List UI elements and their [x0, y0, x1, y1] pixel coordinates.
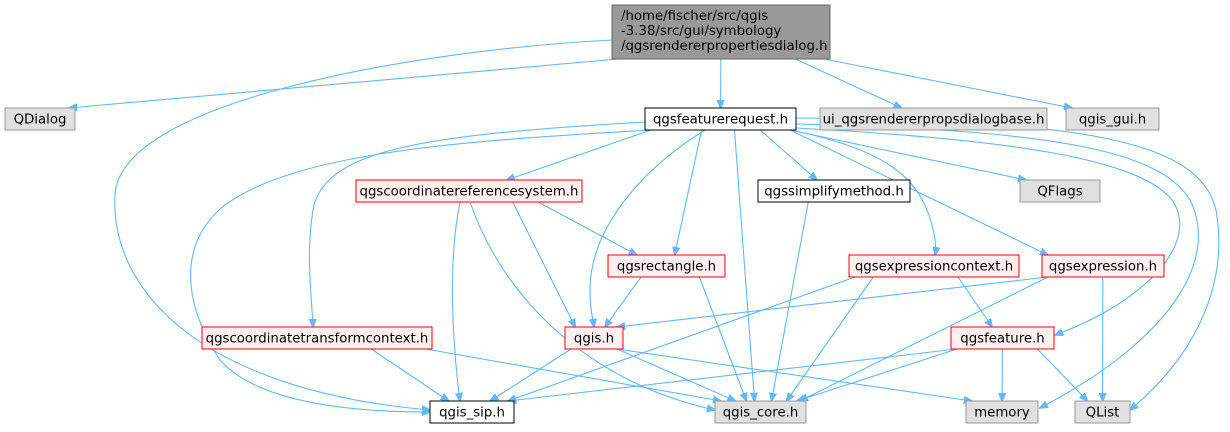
node-label: qgsfeature.h: [960, 332, 1044, 347]
edge-qgsfeaturerequest-to-qflags: [789, 129, 1026, 180]
node-qgsrectangle[interactable]: qgsrectangle.h: [607, 254, 726, 278]
edge-qgsexpression-to-qgis_core: [800, 276, 1049, 401]
node-box: [429, 400, 515, 424]
node-box: [965, 400, 1039, 424]
edge-qgsfeature-to-qgis_core: [797, 348, 958, 401]
node-ui-props[interactable]: ui_qgsrendererpropsdialogbase.h: [819, 107, 1048, 131]
edge-qgscrs-to-qgis_sip: [451, 201, 460, 401]
node-memory[interactable]: memory: [965, 400, 1039, 424]
node-qlist[interactable]: QList: [1074, 400, 1131, 424]
node-label: QDialog: [14, 113, 67, 128]
edge-qgis_h-to-memory: [616, 348, 972, 401]
edge-qgsfeaturerequest-to-qgis_core: [733, 129, 755, 401]
node-qgis-sip[interactable]: qgis_sip.h: [429, 400, 515, 424]
node-box: [201, 326, 433, 350]
node-qdialog[interactable]: QDialog: [4, 107, 76, 131]
edge-qgssimplify-to-qgis_core: [772, 201, 809, 401]
edge-qgis_h-to-qgis_sip: [490, 348, 572, 401]
node-box: [757, 179, 911, 203]
node-label: memory: [974, 406, 1030, 421]
edge-qgsfeaturerequest-to-qgscrs: [507, 129, 652, 180]
node-qgis-gui[interactable]: qgis_gui.h: [1065, 107, 1160, 131]
edge-qgsfeaturerequest-to-qgsctc: [309, 121, 646, 327]
node-box: [1019, 179, 1101, 203]
edge-qgsfeaturerequest-to-qgis_sip: [190, 129, 653, 412]
node-box: [607, 254, 726, 278]
node-qflags[interactable]: QFlags: [1019, 179, 1101, 203]
node-qgsctc[interactable]: qgscoordinatetransformcontext.h: [201, 326, 433, 350]
node-label: ui_qgsrendererpropsdialogbase.h: [823, 113, 1045, 128]
node-box: [819, 107, 1048, 131]
node-label: qgis_sip.h: [439, 406, 505, 421]
edge-qgsfeaturerequest-to-qgsrectangle: [675, 129, 703, 255]
node-box: [848, 254, 1020, 278]
node-box: [4, 107, 76, 131]
edge-qgsfeaturerequest-to-qgssimplify: [759, 129, 817, 180]
node-label: qgsexpression.h: [1049, 260, 1157, 275]
edge-root-to-qgis_gui: [823, 58, 1072, 108]
node-label: QFlags: [1037, 185, 1082, 200]
edge-qgsexprctx-to-qgis_sip: [508, 276, 856, 401]
edge-qgsfeaturerequest-to-memory: [795, 123, 1199, 408]
edge-qgsctc-to-qgis_sip: [370, 348, 449, 401]
edge-qgsexpression-to-qgis_h: [617, 276, 1049, 327]
node-qgsfeature[interactable]: qgsfeature.h: [950, 326, 1055, 350]
edge-qgsexprctx-to-qgsfeature: [957, 276, 992, 327]
edge-qgsctc-to-qgis_core: [425, 348, 721, 401]
node-box: [611, 4, 831, 60]
edge-qgis_h-to-qgis_core: [616, 348, 736, 401]
node-box: [950, 326, 1055, 350]
edge-qgsfeature-to-qgis_sip: [508, 348, 958, 401]
node-box: [355, 179, 583, 203]
edge-qgsfeature-to-qlist: [1037, 348, 1088, 401]
node-qgis-h[interactable]: qgis.h: [564, 326, 624, 350]
node-label: qgis.h: [574, 332, 614, 347]
node-qgsexpression[interactable]: qgsexpression.h: [1041, 254, 1165, 278]
node-label: qgis_gui.h: [1079, 113, 1146, 128]
node-label: QList: [1086, 406, 1120, 421]
edge-qgscrs-to-qgis_core: [469, 201, 715, 410]
edge-qgsrectangle-to-qgis_h: [605, 276, 642, 327]
node-label: qgscoordinatereferencesystem.h: [360, 185, 579, 200]
edge-qgsfeaturerequest-to-qgsexprctx: [789, 129, 936, 255]
node-box: [714, 400, 807, 424]
edge-qgsrectangle-to-qgis_core: [698, 276, 746, 401]
node-box: [1065, 107, 1160, 131]
edge-qgsfeaturerequest-to-qgsexpression: [789, 129, 1048, 255]
node-label: qgsexpressioncontext.h: [855, 260, 1013, 275]
edge-qgscrs-to-qgis_h: [512, 201, 576, 327]
node-label: /home/fischer/src/qgis-3.38/src/gui/symb…: [621, 9, 828, 54]
node-qgsexprctx[interactable]: qgsexpressioncontext.h: [848, 254, 1020, 278]
node-label: qgsfeaturerequest.h: [653, 113, 788, 128]
edge-qgsfeaturerequest-to-qgis_h: [590, 129, 706, 327]
node-qgscrs[interactable]: qgscoordinatereferencesystem.h: [355, 179, 583, 203]
node-box: [1074, 400, 1131, 424]
node-label: qgis_core.h: [723, 406, 799, 421]
edge-root-to-qgis_sip: [114, 39, 613, 410]
edges-layer: [69, 39, 1220, 412]
edge-root-to-ui_props: [795, 58, 901, 108]
node-box: [564, 326, 624, 350]
node-label: qgsrectangle.h: [617, 260, 716, 275]
edge-qgscrs-to-qgsrectangle: [537, 201, 637, 255]
node-qgis-core[interactable]: qgis_core.h: [714, 400, 807, 424]
edge-qgsfeaturerequest-to-qgsfeature: [795, 127, 1181, 335]
node-label: qgscoordinatetransformcontext.h: [206, 332, 429, 347]
node-label: qgssimplifymethod.h: [764, 185, 904, 200]
node-root: /home/fischer/src/qgis-3.38/src/gui/symb…: [611, 4, 831, 60]
node-qgssimplify[interactable]: qgssimplifymethod.h: [757, 179, 911, 203]
node-box: [1041, 254, 1165, 278]
edge-qgsexprctx-to-qgis_core: [787, 276, 874, 401]
edge-root-to-qdialog: [69, 58, 619, 108]
node-box: [644, 107, 797, 131]
nodes-layer: /home/fischer/src/qgis-3.38/src/gui/symb…: [4, 4, 1165, 424]
node-qgsfeaturerequest[interactable]: qgsfeaturerequest.h: [644, 107, 797, 131]
